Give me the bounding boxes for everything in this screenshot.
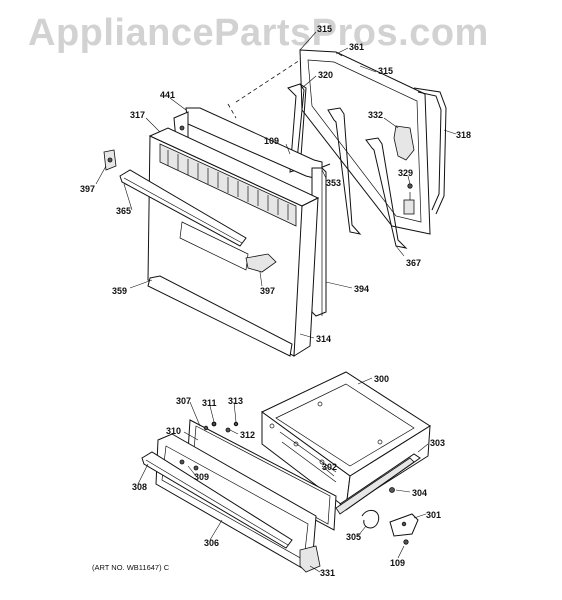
part-label-304: 304: [412, 488, 427, 498]
drawer-bracket: [361, 487, 419, 545]
part-label-332: 332: [368, 110, 383, 120]
part-label-397-right: 397: [260, 286, 275, 296]
alignment-dashed-line: [235, 59, 301, 103]
door-hinge-right: [327, 107, 408, 249]
watermark-text: AppliancePartsPros.com: [28, 12, 489, 54]
part-label-394: 394: [354, 284, 369, 294]
part-label-317: 317: [130, 110, 145, 120]
part-label-307: 307: [176, 396, 191, 406]
part-label-365: 365: [116, 206, 131, 216]
drawer-handle: [141, 451, 293, 549]
handle-end-cap-right: [245, 253, 277, 273]
part-label-361: 361: [349, 42, 364, 52]
small-fasteners-lower: [212, 422, 238, 426]
leader-lines: [95, 31, 457, 573]
part-label-312: 312: [240, 430, 255, 440]
drawer-front-inner: [187, 419, 337, 531]
part-label-305: 305: [346, 532, 361, 542]
part-label-353: 353: [326, 178, 341, 188]
part-label-109-lower: 109: [390, 558, 405, 568]
door-handle: [119, 169, 247, 247]
part-labels: 315 361 320 315 441 317 332 318 109 397 …: [80, 24, 471, 578]
part-label-306: 306: [204, 538, 219, 548]
door-clip: [393, 125, 415, 161]
part-label-331: 331: [320, 568, 335, 578]
part-label-300: 300: [374, 374, 389, 384]
drawer-end-cap: [299, 545, 321, 573]
part-label-109-upper: 109: [264, 136, 279, 146]
part-label-314: 314: [316, 334, 331, 344]
part-label-302: 302: [322, 462, 337, 472]
part-label-320: 320: [318, 70, 333, 80]
part-label-311: 311: [202, 398, 217, 408]
drawer-slide-rail: [335, 453, 421, 515]
part-label-310: 310: [166, 426, 181, 436]
handle-end-cap-left: [103, 149, 117, 171]
part-label-318: 318: [456, 130, 471, 140]
part-label-303: 303: [430, 438, 445, 448]
part-label-308: 308: [132, 482, 147, 492]
part-label-359: 359: [112, 286, 127, 296]
part-label-313: 313: [228, 396, 243, 406]
art-number-caption: (ART NO. WB11647) C: [92, 563, 170, 572]
part-label-315-top: 315: [317, 24, 332, 34]
part-label-397-left: 397: [80, 184, 95, 194]
part-label-301: 301: [426, 510, 441, 520]
door-outer-panel: [147, 127, 320, 357]
alignment-dashed-line-2: [227, 103, 237, 119]
part-label-367: 367: [406, 258, 421, 268]
part-label-309: 309: [194, 472, 209, 482]
door-hinge-left: [287, 83, 307, 173]
part-label-329: 329: [398, 168, 413, 178]
part-label-441: 441: [160, 90, 175, 100]
part-label-315: 315: [378, 66, 393, 76]
door-gasket: [413, 87, 447, 215]
